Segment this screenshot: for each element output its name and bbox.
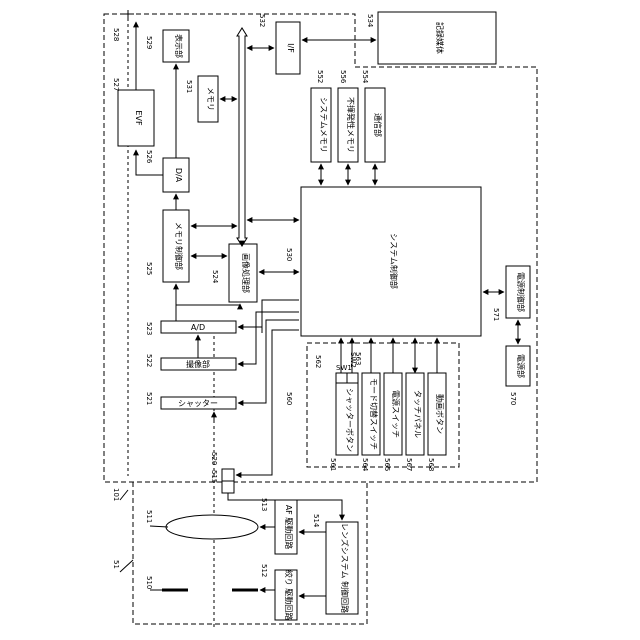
ref-510: 510 — [145, 576, 153, 589]
power-ctrl-label: 電源制御部 — [516, 272, 526, 312]
ref-561: 561 — [329, 458, 337, 471]
ref-529: 529 — [145, 36, 153, 49]
ref-571: 571 — [492, 308, 500, 321]
ref-524: 524 — [211, 270, 219, 284]
system-ctrl-block: システム制御部 — [301, 187, 481, 336]
ref-525: 525 — [145, 262, 153, 275]
ref-514: 514 — [312, 514, 320, 528]
ref-565: 565 — [383, 458, 391, 471]
ref-521: 521 — [145, 392, 153, 405]
memory-ctrl-block: メモリ制御部 — [163, 210, 189, 282]
system-memory-block: システムメモリ — [311, 88, 331, 162]
evf-block: EVF — [118, 90, 154, 146]
ref-560: 560 — [285, 392, 293, 405]
display-label: 表示部 — [174, 34, 184, 58]
ref-523: 523 — [145, 322, 153, 335]
ref-528: 528 — [112, 28, 120, 41]
iris-drive-label: 絞り 駆動回路 — [284, 570, 294, 621]
shutter-button-label: シャッターボタン — [345, 388, 354, 452]
power-label: 電源部 — [516, 354, 526, 378]
mode-switch-block: モード切替スイッチ — [362, 373, 380, 455]
sw1-box — [336, 373, 347, 383]
da-block: D/A — [163, 158, 189, 192]
af-drive-label: AF 駆動回路 — [284, 505, 294, 550]
ref-51: 51 — [112, 560, 120, 569]
power-ctrl-block: 電源制御部 — [506, 266, 530, 318]
nonvolatile-memory-block: 不揮発性メモリ — [338, 88, 358, 162]
lens-sys-ctrl-block: レンズシステム 制御回路 — [326, 522, 358, 614]
recording-medium-label: 記録媒体 — [435, 22, 445, 54]
ref-564: 564 — [361, 458, 369, 472]
terminal-520 — [222, 469, 234, 481]
af-drive-block: AF 駆動回路 — [275, 500, 297, 554]
display-block: 表示部 — [163, 30, 189, 62]
power-block: 電源部 — [506, 346, 530, 386]
comm-label: 通信部 — [373, 113, 383, 137]
ref-526: 526 — [145, 150, 153, 164]
touch-panel-label: タッチパネル — [413, 390, 422, 438]
ref-512: 512 — [260, 564, 268, 577]
ad-block: A/D — [161, 321, 236, 333]
shutter-block: シャッター — [161, 397, 236, 409]
ref-563: 563 — [354, 352, 362, 365]
sw2-box — [347, 373, 358, 383]
movie-button-block: 動画ボタン — [428, 373, 446, 455]
touch-panel-block: タッチパネル — [406, 373, 424, 455]
nonvolatile-memory-label: 不揮発性メモリ — [346, 97, 356, 153]
if-block: I/F — [276, 22, 300, 74]
memory-block: メモリ — [198, 76, 218, 122]
leader-lines — [120, 490, 168, 590]
imaging-block: 撮像部 — [161, 358, 236, 370]
ref-552: 552 — [316, 70, 324, 83]
system-ctrl-label: システム制御部 — [389, 233, 399, 289]
ref-511: 511 — [145, 510, 153, 523]
comm-block: 通信部 — [365, 88, 385, 162]
ref-513: 513 — [260, 498, 268, 511]
ref-532: 532 — [258, 14, 266, 27]
data-bus — [237, 28, 247, 246]
ref-554: 554 — [361, 70, 369, 84]
ref-556: 556 — [339, 70, 347, 84]
memory-ctrl-label: メモリ制御部 — [174, 222, 184, 270]
ref-568: 568 — [427, 458, 435, 471]
ref-531: 531 — [185, 80, 193, 93]
ref-534: 534 — [366, 14, 374, 28]
memory-label: メモリ — [206, 87, 215, 111]
terminal-515 — [222, 481, 234, 493]
image-proc-label: 画像処理部 — [241, 253, 251, 293]
system-memory-label: システムメモリ — [319, 97, 328, 153]
recording-medium-block: 記録媒体 — [378, 12, 496, 64]
eyepiece-mark — [122, 10, 134, 20]
shutter-label: シャッター — [178, 399, 218, 408]
ref-522: 522 — [145, 354, 153, 367]
lens-element — [166, 515, 258, 539]
lens-sys-ctrl-label: レンズシステム 制御回路 — [340, 523, 350, 613]
ref-570: 570 — [509, 392, 517, 405]
evf-label: EVF — [134, 110, 143, 126]
ref-567: 567 — [405, 458, 413, 471]
ref-527: 527 — [112, 78, 120, 91]
imaging-label: 撮像部 — [186, 359, 210, 369]
power-switch-block: 電源スイッチ — [384, 373, 402, 455]
shutter-button-block: シャッターボタン SW1 SW2 — [336, 352, 358, 455]
if-label: I/F — [286, 43, 295, 53]
ref-530: 530 — [285, 248, 293, 261]
power-switch-label: 電源スイッチ — [391, 390, 400, 438]
ref-101: 101 — [112, 488, 120, 501]
ref-520: 520 — [210, 452, 218, 465]
iris-drive-block: 絞り 駆動回路 — [275, 570, 297, 621]
movie-button-label: 動画ボタン — [435, 394, 444, 434]
mode-switch-label: モード切替スイッチ — [369, 378, 379, 450]
ad-label: A/D — [191, 323, 205, 332]
image-proc-block: 画像処理部 — [229, 244, 257, 302]
ref-515: 515 — [210, 470, 218, 483]
da-label: D/A — [174, 168, 183, 183]
ref-562: 562 — [314, 355, 322, 368]
